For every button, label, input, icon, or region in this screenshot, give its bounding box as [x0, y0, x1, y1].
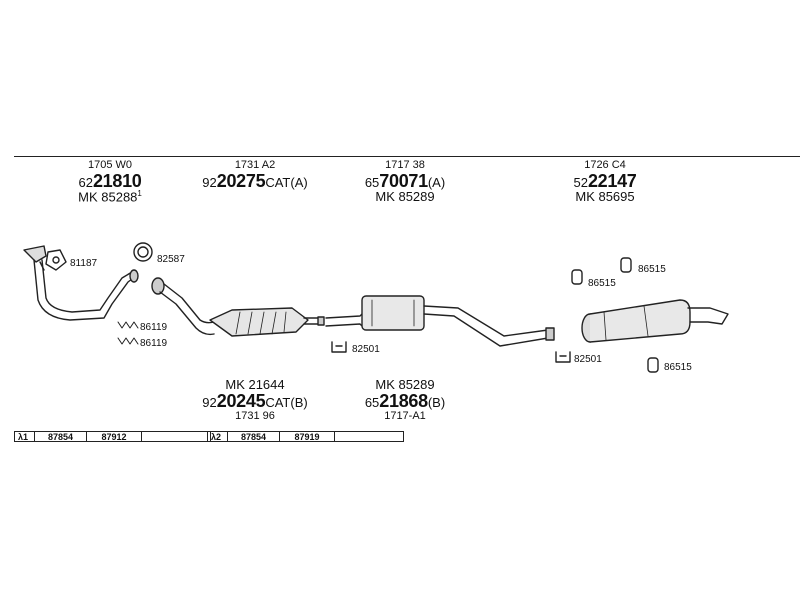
part-81187-label: 81187: [70, 258, 98, 269]
gasket-81187-icon: [45, 249, 67, 271]
part-86515-label-3: 86515: [664, 362, 692, 373]
assembly-rear-silencer: 1726 C4 5222147 MK 85695: [573, 159, 637, 205]
gasket-82587-icon: [133, 242, 153, 262]
part-82501-label-1: 82501: [352, 344, 380, 355]
part-82501-label-2: 82501: [574, 354, 602, 365]
part-86119-label-2: 86119: [140, 338, 168, 349]
assembly-front-pipe: 1705 W0 6221810 MK 852881: [78, 159, 142, 205]
assembly-middle-silencer-a: 1717 38 6570071(A) MK 85289: [364, 159, 446, 205]
hanger-86515-icon: [571, 257, 659, 373]
part-86119-label-1: 86119: [140, 322, 168, 333]
catalyst-drawing: [151, 277, 325, 337]
part-86515-label-1: 86515: [588, 278, 616, 289]
part-86515-label-2: 86515: [638, 264, 666, 275]
clamp-82501-icon: [331, 341, 347, 353]
middle-silencer-drawing: [325, 295, 555, 347]
clamp-82501-rear-icon: [555, 351, 571, 363]
assembly-catalyst-b: MK 21644 9220245CAT(B) 1731 96: [202, 377, 308, 422]
rear-silencer-drawing: [581, 299, 729, 343]
front-pipe-drawing: [23, 245, 139, 321]
part-82587-label: 82587: [157, 254, 185, 265]
assembly-catalyst-a: 1731 A2 9220275CAT(A): [202, 159, 308, 191]
assembly-middle-silencer-b: MK 85289 6521868(B) 1717-A1: [364, 377, 446, 422]
lambda-table-2: λ2 87854 87919: [207, 431, 404, 443]
top-separator-line: [14, 156, 800, 157]
spring-86119-icon: [117, 321, 139, 345]
lambda-table-1: λ1 87854 87912: [14, 431, 211, 443]
